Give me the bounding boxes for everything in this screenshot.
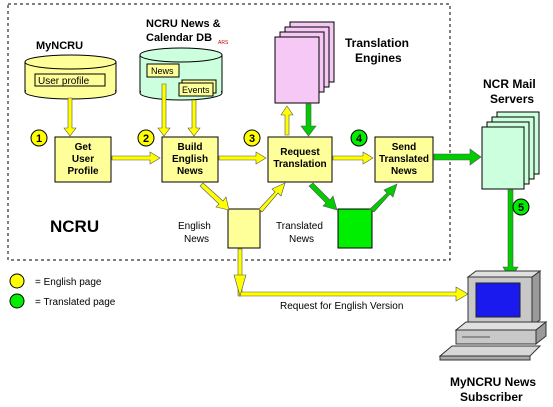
arrow-step3-to-step4 [332,151,374,165]
arrow-request-english-version [237,248,469,302]
svg-text:3: 3 [249,133,255,145]
english-flow-arrows [63,83,469,302]
arrow-translated-page-to-step4 [369,183,398,213]
computer-icon [438,270,548,361]
news-db-title-1: NCRU News & [146,18,221,30]
step-box-send-translated-news: Send Translated News [374,136,434,183]
myncru-db-title: MyNCRU [36,40,83,52]
step-number-3: 3 [243,129,261,147]
svg-text:4: 4 [356,133,363,145]
engines-title-1: Translation [345,36,409,50]
request-english-label: Request for English Version [280,301,403,312]
arrow-step3-to-translated-page [308,182,338,211]
step-box-request-translation: Request Translation [267,136,333,183]
legend-translated-swatch [9,293,25,309]
mail-title-1: NCR Mail [483,77,536,91]
step3-line2: Translation [273,159,326,170]
subscriber-title-2: Subscriber [460,390,523,404]
user-profile-record [34,73,106,87]
step-box-build-english-news: Build English News [161,136,219,183]
english-news-page [227,208,261,249]
arrow-english-down-head [233,274,247,298]
news-calendar-database: News Events [139,47,223,101]
step-box-get-user-profile: Get User Profile [54,136,112,183]
english-news-label-2: News [184,234,209,245]
arrow-step2-to-english-page [199,182,230,211]
news-db-title-2: Calendar DB [146,32,212,44]
ncru-label: NCRU [50,217,99,236]
arrow-events-to-step2 [187,99,201,137]
svg-text:1: 1 [36,133,42,145]
arrow-step4-to-mail [433,148,482,166]
step4-line3: News [391,166,418,177]
arrow-step2-to-step3 [218,151,267,165]
step3-line1: Request [280,147,320,158]
step4-line2: Translated [379,154,429,165]
ncru-boundary [7,3,451,261]
translated-news-label-2: News [289,234,314,245]
engines-title-2: Engines [355,51,402,65]
arrow-english-page-to-step3 [258,182,286,213]
legend-english-swatch [9,273,25,289]
arrow-db-to-step1 [63,97,77,137]
news-db-badge: ARS [218,40,229,46]
translated-news-page [337,208,373,249]
arrow-news-to-step2 [157,83,171,137]
step2-line1: Build [178,142,203,153]
step-number-5: 5 [512,198,530,216]
translation-engines [274,21,335,104]
translated-news-label-1: Translated [276,221,323,232]
legend-translated-label: = Translated page [35,297,116,308]
svg-text:5: 5 [518,202,524,214]
user-profile-label: User profile [38,76,90,87]
news-record [146,63,180,78]
step1-line1: Get [75,142,92,153]
mail-title-2: Servers [490,92,534,106]
arrow-engines-to-step3 [300,103,317,137]
step-number-4: 4 [350,129,368,147]
step2-line2: English [172,154,208,165]
myncru-database: User profile [24,54,117,100]
translated-flow-arrows [300,103,519,280]
step1-line2: User [72,154,94,165]
step-number-1: 1 [30,129,48,147]
step4-line1: Send [392,142,416,153]
arrow-step3-to-engines [280,105,294,136]
arrow-step1-to-step2 [111,151,161,165]
events-record-label: Events [182,85,210,95]
subscriber-title-1: MyNCRU News [450,375,536,389]
svg-text:2: 2 [143,133,149,145]
legend: = English page = Translated page [9,273,116,309]
step-number-2: 2 [137,129,155,147]
legend-english-label: = English page [35,277,102,288]
step2-line3: News [177,166,204,177]
english-news-label-1: English [178,221,211,232]
news-record-label: News [151,66,174,76]
step1-line3: Profile [67,166,99,177]
ncr-mail-servers [481,111,540,190]
